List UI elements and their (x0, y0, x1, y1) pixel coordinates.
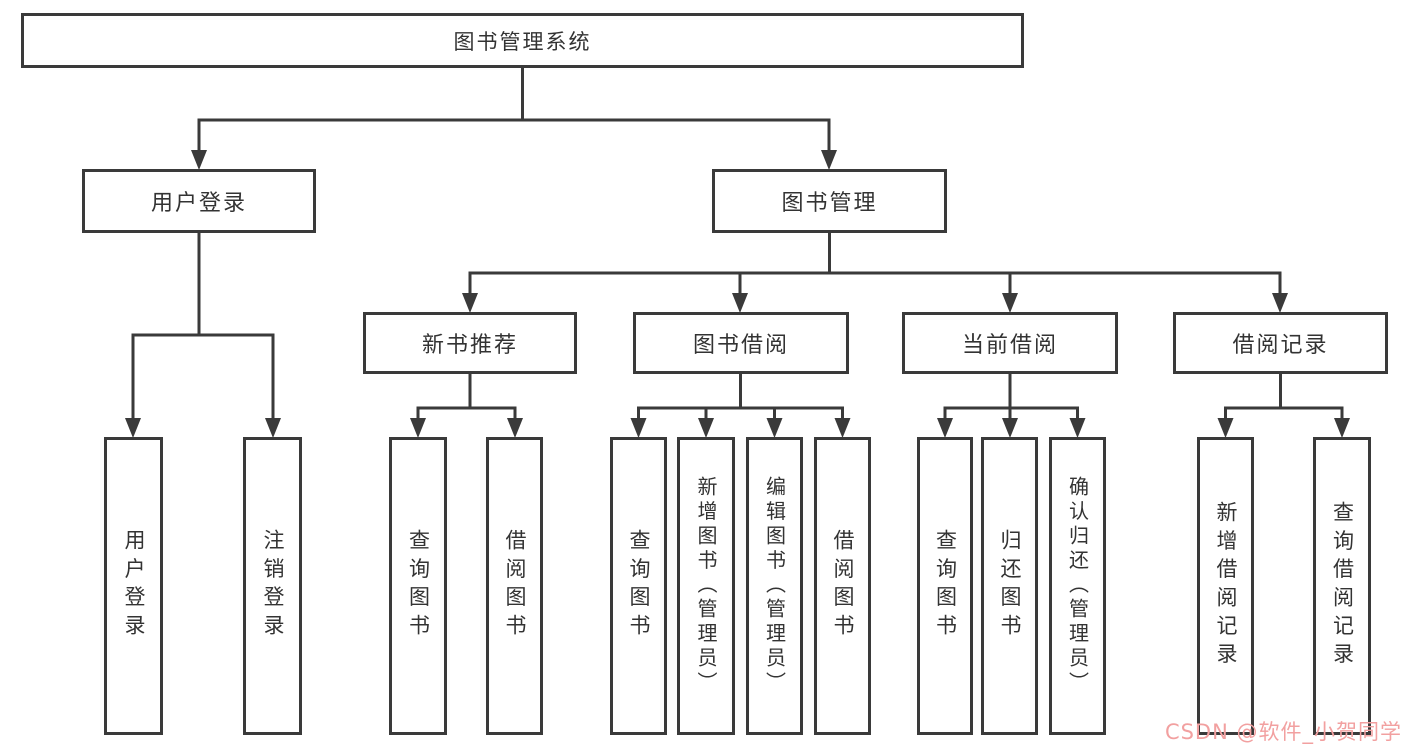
node-label: 图书管理 (781, 191, 878, 216)
leaf-return-books: 归还图书 (981, 437, 1038, 735)
node-label: 图书管理系统 (453, 29, 592, 54)
node-label: 用户登录 (122, 529, 146, 643)
node-borrowing-records: 借阅记录 (1173, 312, 1388, 374)
node-label: 图书借阅 (692, 333, 789, 358)
node-label: 借阅记录 (1232, 333, 1329, 358)
node-label: 注销登录 (261, 529, 285, 643)
node-label: 当前借阅 (961, 333, 1058, 358)
node-book-borrowing: 图书借阅 (633, 312, 849, 374)
leaf-add-borrow-record: 新增借阅记录 (1197, 437, 1254, 735)
node-label: 借阅图书 (831, 529, 855, 643)
node-label: 查询图书 (933, 529, 958, 643)
node-label: 用户登录 (150, 191, 247, 216)
leaf-confirm-return-admin: 确认归还（管理员） (1049, 437, 1106, 735)
node-label: 新增图书（管理员） (694, 476, 718, 696)
node-label: 新增借阅记录 (1214, 500, 1238, 672)
node-new-book-recommendation: 新书推荐 (363, 312, 577, 374)
node-label: 编辑图书（管理员） (762, 476, 787, 696)
leaf-query-borrow-record: 查询借阅记录 (1313, 437, 1371, 735)
node-label: 确认归还（管理员） (1065, 476, 1090, 696)
leaf-edit-books-admin: 编辑图书（管理员） (746, 437, 803, 735)
leaf-user-login: 用户登录 (104, 437, 163, 735)
leaf-add-books-admin: 新增图书（管理员） (677, 437, 735, 735)
leaf-logout: 注销登录 (243, 437, 302, 735)
node-user-login: 用户登录 (82, 169, 316, 233)
node-label: 新书推荐 (421, 333, 518, 358)
node-label: 查询图书 (406, 529, 431, 643)
node-label: 查询图书 (627, 529, 651, 643)
node-label: 借阅图书 (503, 529, 527, 643)
node-book-management: 图书管理 (712, 169, 947, 233)
node-root-library-management-system: 图书管理系统 (21, 13, 1024, 68)
node-label: 查询借阅记录 (1330, 500, 1355, 672)
leaf-query-books-borrow: 查询图书 (610, 437, 667, 735)
csdn-watermark: CSDN @软件_小贺同学 (1164, 720, 1402, 744)
leaf-borrow-books: 借阅图书 (814, 437, 871, 735)
leaf-query-books-newrec: 查询图书 (389, 437, 447, 735)
leaf-query-books-current: 查询图书 (917, 437, 973, 735)
node-label: 归还图书 (998, 529, 1022, 643)
node-current-borrowing: 当前借阅 (902, 312, 1118, 374)
leaf-borrow-books-newrec: 借阅图书 (486, 437, 543, 735)
